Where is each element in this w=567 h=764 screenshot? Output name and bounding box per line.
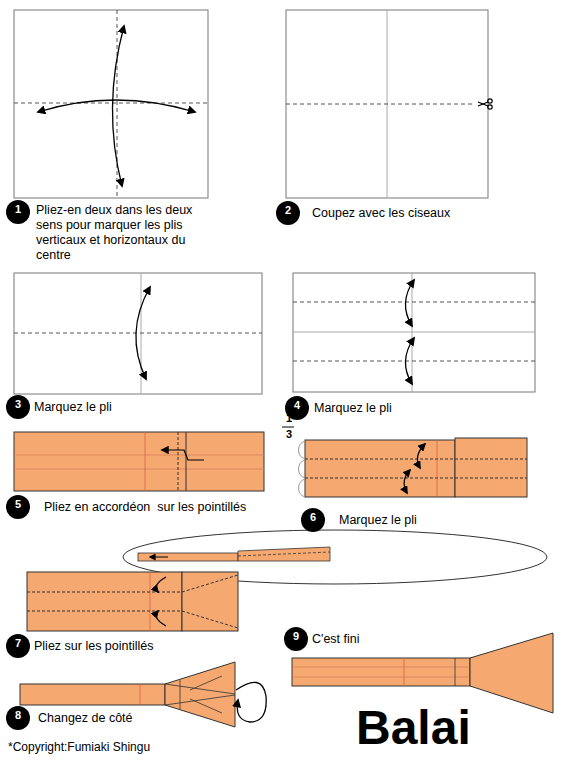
step-number-circle: 2 <box>276 201 300 225</box>
step-caption: Pliez en accordéon sur les pointillés <box>44 500 274 515</box>
fraction-digit: 3 <box>283 428 295 441</box>
step-number: 2 <box>276 201 300 219</box>
step-caption: Changez de côté <box>38 711 238 726</box>
step-caption: Pliez-en deux dans les deux sens pour ma… <box>36 203 214 263</box>
title: Balai <box>356 700 471 756</box>
step-caption: Marquez le pli <box>339 513 539 528</box>
step-number-circle: 9 <box>284 627 308 651</box>
step-caption: Marquez le pli <box>314 401 514 416</box>
step-number-circle: 1 <box>6 200 30 224</box>
step-number: 5 <box>6 495 30 513</box>
fraction-digit: 1 <box>283 412 295 425</box>
step-number: 8 <box>6 706 30 724</box>
step-caption: C'est fini <box>312 632 432 647</box>
step-number-circle: 3 <box>6 395 30 419</box>
step-number-circle: 8 <box>6 706 30 730</box>
step-number: 6 <box>301 508 325 526</box>
step-number: 9 <box>284 627 308 645</box>
step-number: 7 <box>6 634 30 652</box>
step-caption: Marquez le pli <box>34 400 234 415</box>
step-number: 1 <box>6 200 30 218</box>
step-caption: Coupez avec les ciseaux <box>312 206 512 221</box>
step-caption: Pliez sur les pointillés <box>34 639 234 654</box>
step-number-circle: 6 <box>301 508 325 532</box>
copyright-note: *Copyright:Fumiaki Shingu <box>8 740 228 755</box>
step-number-circle: 7 <box>6 634 30 658</box>
step-number: 4 <box>285 396 309 414</box>
step-number-circle: 5 <box>6 495 30 519</box>
step-number: 3 <box>6 395 30 413</box>
